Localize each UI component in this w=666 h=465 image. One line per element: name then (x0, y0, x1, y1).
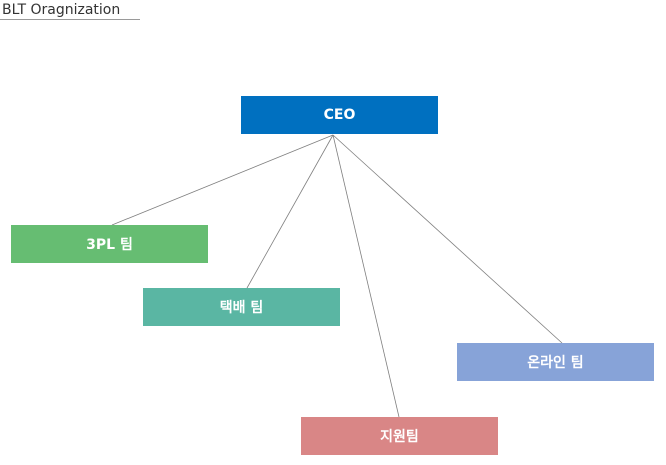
org-node-support-team: 지원팀 (301, 417, 498, 455)
org-node-ceo: CEO (241, 96, 438, 134)
org-node-label: 택배 팀 (219, 300, 264, 316)
org-node-3pl-team: 3PL 팀 (11, 225, 208, 263)
org-node-label: 지원팀 (380, 429, 419, 445)
page-title: BLT Oragnization (2, 2, 121, 18)
title-underline (0, 19, 140, 20)
connector-ceo-3pl (111, 134, 334, 226)
org-node-label: 온라인 팀 (527, 355, 584, 371)
org-node-online-team: 온라인 팀 (457, 343, 654, 381)
connector-ceo-online (332, 134, 563, 344)
org-node-delivery-team: 택배 팀 (143, 288, 340, 326)
org-node-label: CEO (323, 107, 356, 123)
org-node-label: 3PL 팀 (86, 237, 133, 253)
connector-ceo-delivery (246, 134, 334, 289)
connector-ceo-support (332, 134, 400, 418)
